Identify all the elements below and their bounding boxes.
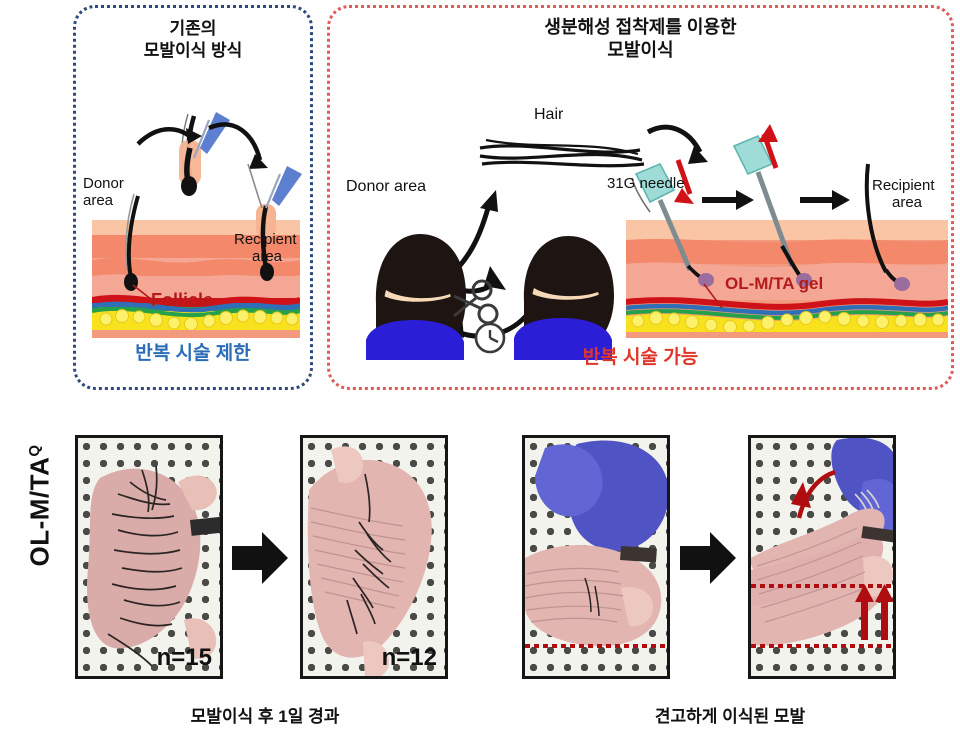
photo1-content	[87, 465, 220, 667]
red-up-arrows	[855, 584, 893, 640]
photo-pull-test-before	[522, 435, 670, 679]
panel-biodegradable-title: 생분해성 접착제를 이용한 모발이식	[330, 16, 951, 62]
photo-row: n=15	[0, 432, 960, 682]
label-donor-area-conventional: Donor area	[83, 175, 124, 209]
panel-conventional-title-line1: 기존의	[169, 19, 217, 38]
photo-pull-test-after	[748, 435, 896, 679]
panel-biodegradable-title-line1: 생분해성 접착제를 이용한	[544, 17, 737, 37]
label-recipient-area-biodegradable: Recipient area	[872, 177, 935, 211]
photo-transplant-day1-left: n=15	[75, 435, 223, 679]
arrow-photo3-to-photo4	[680, 532, 736, 584]
biodegradable-illustration	[366, 124, 910, 360]
photo4-content	[751, 438, 893, 648]
label-ol-m-ta-gel: OL-M/TA gel	[725, 274, 824, 293]
scissors-icon	[453, 279, 499, 325]
label-31g-needle: 31G needle	[607, 175, 685, 192]
panel-conventional-footer: 반복 시술 제한	[135, 343, 251, 364]
panel-biodegradable-footer: 반복 시술 가능	[582, 347, 699, 368]
process-arrows	[702, 190, 850, 210]
tweezer-upper	[192, 112, 230, 159]
panel-biodegradable-method: 생분해성 접착제를 이용한 모발이식	[327, 5, 954, 390]
panel-conventional-title: 기존의 모발이식 방식	[76, 18, 310, 62]
red-curved-arrow	[791, 469, 836, 519]
panel-conventional-title-line2: 모발이식 방식	[143, 40, 243, 60]
panel-biodegradable-title-line2: 모발이식	[607, 40, 674, 61]
arrow-photo1-to-photo2	[232, 532, 288, 584]
caption-right: 견고하게 이식된 모발	[654, 707, 806, 726]
hair-strands	[479, 138, 645, 168]
label-recipient-area-conventional: Recipient area	[234, 231, 297, 265]
photo2-content	[307, 446, 432, 676]
skin-layer-waves	[92, 257, 300, 338]
photo3-content	[525, 440, 667, 648]
panel-conventional-method: 기존의 모발이식 방식	[73, 5, 313, 390]
photo-transplant-day1-right: n=12	[300, 435, 448, 679]
photo1-badge: n=15	[156, 644, 212, 671]
caption-left: 모발이식 후 1일 경과	[190, 707, 340, 726]
label-follicle: Follicle	[151, 290, 214, 310]
label-hair: Hair	[534, 106, 564, 123]
label-donor-area-biodegradable: Donor area	[346, 178, 427, 195]
tweezer-lower	[264, 166, 302, 209]
photo2-badge: n=12	[381, 644, 437, 671]
